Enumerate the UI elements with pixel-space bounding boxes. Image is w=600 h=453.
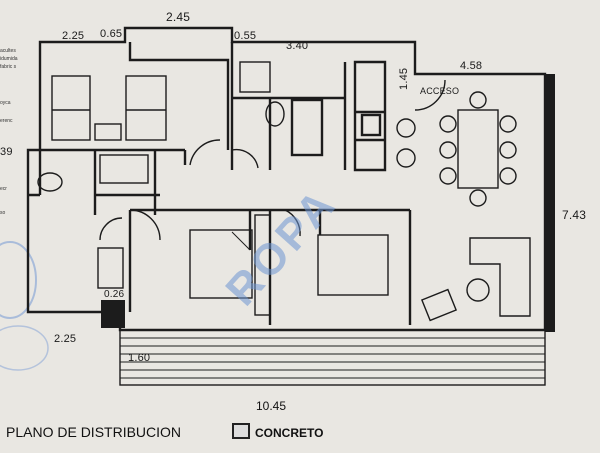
margin-text: oyca (0, 100, 11, 106)
door-arc-2 (231, 148, 259, 169)
chair (469, 91, 487, 109)
terrace (119, 329, 546, 386)
nightstand (94, 123, 122, 141)
concrete-wall-east (545, 74, 555, 332)
toilet-1 (265, 101, 285, 127)
wall-bedroom-1 (40, 42, 230, 152)
bed-3 (189, 229, 253, 299)
dim-39: 39 (0, 146, 13, 158)
toilet-2 (37, 172, 63, 192)
dim-055: 0.55 (234, 30, 257, 42)
chair (469, 189, 487, 207)
plan-title: PLANO DE DISTRIBUCION (6, 424, 182, 440)
armchair (420, 288, 458, 322)
margin-text: so (0, 210, 6, 216)
dim-743: 7.43 (562, 208, 587, 222)
stool (396, 148, 416, 168)
laundry (97, 247, 124, 289)
blue-stamp-left (0, 241, 37, 319)
hatch (231, 231, 251, 251)
chair (439, 167, 457, 185)
concrete-column (101, 300, 125, 328)
wall-bath-1 (230, 42, 347, 170)
dim-458: 4.58 (460, 60, 483, 72)
washbasin-2 (99, 154, 149, 184)
chair (439, 115, 457, 133)
bed-1 (51, 75, 91, 141)
dim-340: 3.40 (286, 40, 309, 52)
door-arc-4 (284, 209, 301, 237)
dim-145: 1.45 (398, 67, 410, 90)
kitchen-counter (353, 60, 387, 172)
chair (499, 141, 517, 159)
sofa (469, 237, 531, 317)
legend-swatch (232, 423, 250, 439)
door-arc-3 (129, 209, 161, 241)
kitchen-sink (360, 113, 382, 137)
washbasin-1 (239, 61, 271, 93)
door-arc-acceso (414, 79, 446, 111)
dim-245: 2.45 (166, 10, 191, 24)
coffee-table (466, 278, 490, 302)
wall-bath-2 (28, 150, 160, 215)
legend-label: CONCRETO (255, 426, 324, 440)
blue-stamp-left-bottom (0, 325, 49, 371)
chair (439, 141, 457, 159)
margin-text: acultes (0, 48, 16, 54)
margin-text: erenc (0, 118, 13, 124)
margin-text: ecr (0, 186, 7, 192)
door-arc-1 (189, 139, 221, 166)
dim-225-top: 2.25 (62, 30, 85, 42)
dining-table (457, 109, 499, 189)
margin-text: idumida (0, 56, 18, 62)
door-arc-5 (99, 217, 123, 241)
outer-wall (26, 26, 547, 332)
dim-1045: 10.45 (256, 399, 287, 413)
bed-2 (125, 75, 167, 141)
margin-text: fabric s (0, 64, 17, 70)
bed-4 (317, 234, 389, 296)
chair (499, 115, 517, 133)
chair (499, 167, 517, 185)
label-acceso: ACCESO (420, 86, 460, 96)
stool (396, 118, 416, 138)
stove (290, 98, 324, 157)
wardrobe-1 (254, 214, 271, 316)
dim-225-bottom: 2.25 (54, 333, 77, 345)
dim-160: 1.60 (128, 352, 151, 364)
dim-065: 0.65 (100, 28, 123, 40)
dim-026: 0.26 (104, 289, 125, 300)
